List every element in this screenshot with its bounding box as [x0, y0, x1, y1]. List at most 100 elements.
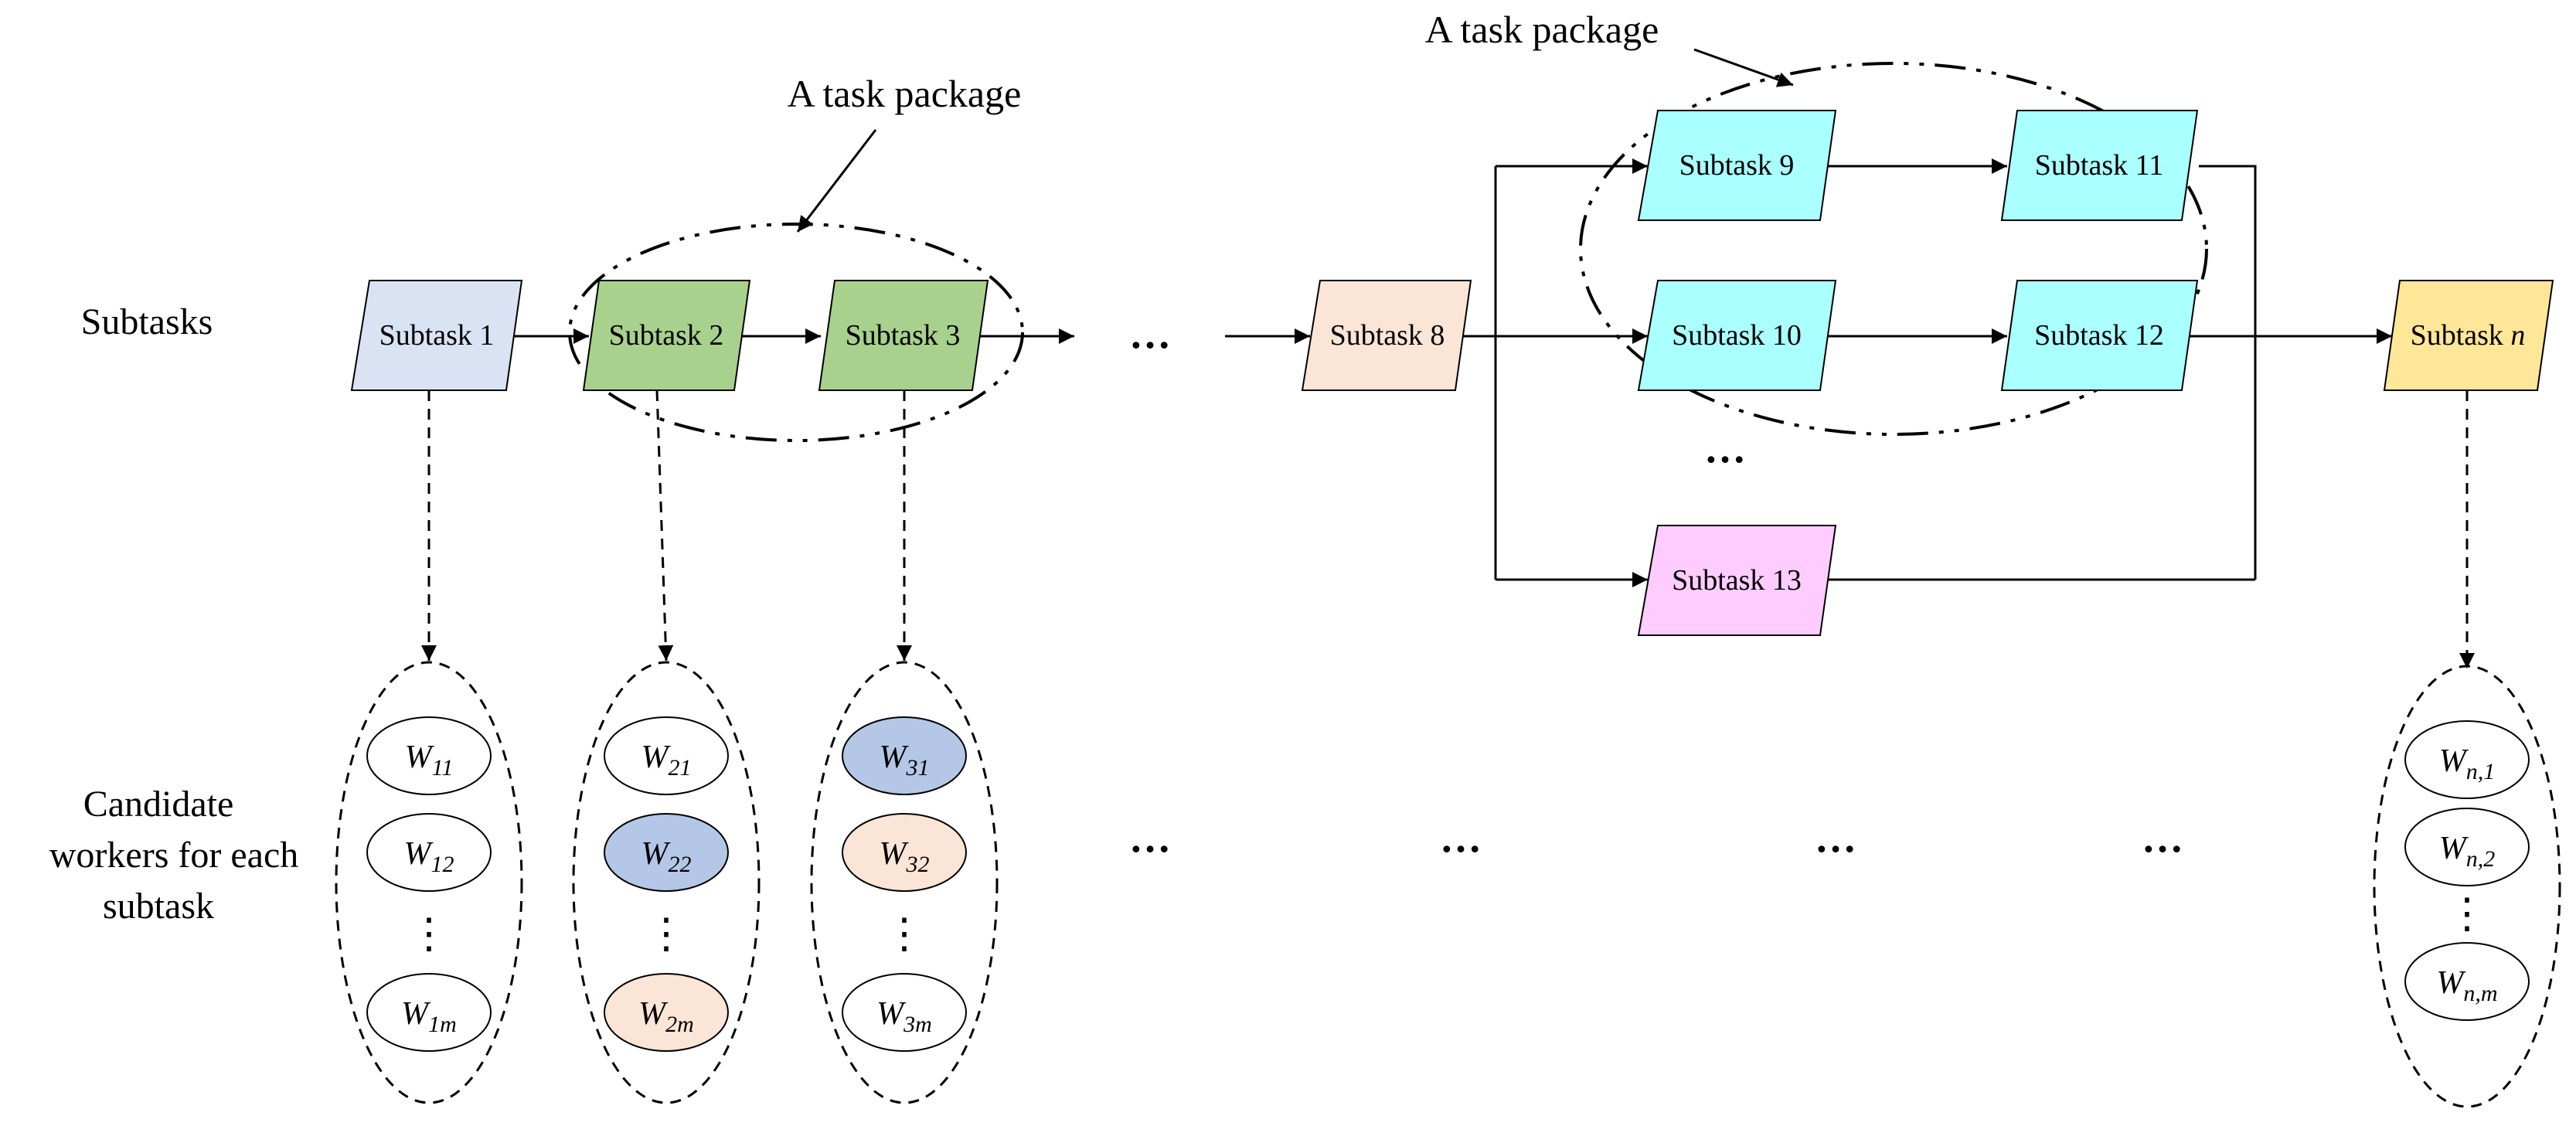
worker-wnm[interactable]: Wn,m: [2404, 942, 2530, 1021]
workers-row-label-line1: Candidate: [83, 784, 234, 825]
worker-wn1[interactable]: Wn,1: [2404, 720, 2530, 799]
svg-text:W12: W12: [404, 836, 454, 877]
workers-ellipsis-4: …: [2142, 815, 2183, 861]
subtask-9-label: Subtask: [1679, 149, 1780, 182]
worker-pool-3: [810, 661, 999, 1104]
worker-w2m[interactable]: W2m: [604, 973, 729, 1052]
branch-ellipsis: …: [1704, 425, 1746, 471]
subtask-11-number: 11: [2135, 149, 2164, 182]
worker-w31-sub: 31: [906, 755, 930, 781]
worker-w22[interactable]: W22: [604, 813, 729, 892]
subtask-8-number: 8: [1430, 319, 1445, 352]
worker-w11[interactable]: W11: [366, 716, 492, 795]
worker-pool-2: [572, 661, 761, 1104]
svg-text:W1m: W1m: [401, 996, 457, 1037]
svg-text:W11: W11: [405, 740, 454, 781]
worker-w1m-sub: 1m: [428, 1012, 457, 1037]
subtask-3[interactable]: Subtask 3: [818, 280, 989, 391]
subtask-n[interactable]: Subtask n: [2383, 280, 2554, 391]
svg-text:W22: W22: [641, 836, 692, 877]
worker-wn1-base: W: [2439, 743, 2469, 779]
subtask-1[interactable]: Subtask 1: [350, 280, 523, 391]
subtask-11[interactable]: Subtask 11: [2000, 110, 2199, 221]
svg-text:W31: W31: [880, 740, 930, 781]
subtask-9[interactable]: Subtask 9: [1637, 110, 1837, 221]
svg-text:Subtask 12: Subtask 12: [2034, 319, 2164, 352]
task-package-pointer-1: [796, 129, 877, 233]
subtask-12-label: Subtask: [2034, 319, 2135, 352]
worker-w11-base: W: [405, 740, 435, 775]
worker-pool-3-vellipsis: ⋮: [883, 910, 925, 957]
worker-w32-base: W: [880, 836, 910, 872]
worker-w3m-sub: 3m: [903, 1012, 932, 1037]
subtask-13-number: 13: [1772, 564, 1802, 597]
subtask-13-label: Subtask: [1672, 564, 1772, 597]
svg-text:Subtask 11: Subtask 11: [2035, 149, 2163, 182]
worker-wn2-base: W: [2439, 831, 2469, 866]
subtask-3-label: Subtask: [846, 319, 946, 352]
subtask-13[interactable]: Subtask 13: [1637, 525, 1837, 636]
worker-w12-base: W: [404, 836, 434, 872]
worker-w2m-sub: 2m: [665, 1012, 694, 1037]
worker-w21-sub: 21: [669, 755, 692, 781]
worker-w12[interactable]: W12: [366, 813, 492, 892]
svg-text:Subtask 13: Subtask 13: [1672, 564, 1802, 597]
subtask-11-label: Subtask: [2035, 149, 2135, 182]
merge-from-s11: [2199, 165, 2257, 580]
worker-pool-n-vellipsis: ⋮: [2446, 890, 2488, 937]
svg-text:Wn,2: Wn,2: [2439, 831, 2496, 872]
task-package-1-boundary: [568, 223, 1024, 442]
subtask-8-label: Subtask: [1330, 319, 1431, 352]
worker-w31-base: W: [880, 740, 910, 775]
workers-row-label-line3: subtask: [103, 886, 214, 927]
worker-w32-sub: 32: [906, 852, 930, 877]
worker-w22-sub: 22: [669, 852, 692, 877]
worker-w3m[interactable]: W3m: [842, 973, 967, 1052]
subtask-2-number: 2: [709, 319, 723, 352]
svg-text:W32: W32: [880, 836, 930, 877]
svg-text:Subtask 8: Subtask 8: [1330, 319, 1445, 352]
worker-w31[interactable]: W31: [842, 716, 967, 795]
subtask-9-number: 9: [1779, 149, 1794, 182]
worker-w1m[interactable]: W1m: [366, 973, 492, 1052]
subtask-10-label: Subtask: [1672, 319, 1772, 352]
subtask-8[interactable]: Subtask 8: [1301, 280, 1472, 391]
svg-text:Wn,1: Wn,1: [2439, 743, 2496, 784]
worker-w22-base: W: [641, 836, 672, 872]
worker-wn2[interactable]: Wn,2: [2404, 808, 2530, 886]
svg-text:Subtask 2: Subtask 2: [609, 319, 724, 352]
worker-pool-1-vellipsis: ⋮: [408, 910, 450, 957]
svg-text:Subtask n: Subtask n: [2411, 319, 2526, 352]
subtask-3-number: 3: [945, 319, 960, 352]
task-package-2-boundary: [1579, 62, 2208, 436]
subtask-10[interactable]: Subtask 10: [1637, 280, 1837, 391]
subtask-12[interactable]: Subtask 12: [2000, 280, 2199, 391]
subtask-2-label: Subtask: [609, 319, 710, 352]
worker-wnm-sub: n,m: [2463, 981, 2497, 1006]
svg-text:Subtask 9: Subtask 9: [1679, 149, 1795, 182]
chain-ellipsis: …: [1129, 311, 1171, 357]
workers-row-label-line2: workers for each: [49, 835, 299, 876]
worker-w12-sub: 12: [431, 852, 454, 877]
svg-text:W2m: W2m: [638, 996, 694, 1037]
workers-ellipsis-1: …: [1129, 815, 1171, 861]
worker-w3m-base: W: [876, 996, 907, 1032]
workers-ellipsis-2: …: [1440, 815, 1482, 861]
worker-pool-n: [2373, 665, 2561, 1108]
task-package-pointer-2: [1693, 48, 1794, 87]
task-package-label-1: A task package: [788, 72, 1022, 115]
task-package-label-2: A task package: [1425, 8, 1659, 51]
worker-w11-sub: 11: [432, 755, 454, 781]
worker-w1m-base: W: [401, 996, 431, 1032]
svg-text:W21: W21: [641, 740, 692, 781]
subtask-10-number: 10: [1772, 319, 1802, 352]
subtask-1-label: Subtask: [379, 319, 480, 352]
subtask-2[interactable]: Subtask 2: [582, 280, 751, 391]
subtask-12-number: 12: [2135, 319, 2164, 352]
connector-s2-workers: [655, 390, 674, 662]
worker-wn2-sub: n,2: [2466, 846, 2496, 872]
worker-w32[interactable]: W32: [842, 813, 967, 892]
worker-wn1-sub: n,1: [2466, 759, 2496, 784]
worker-w21[interactable]: W21: [604, 716, 729, 795]
